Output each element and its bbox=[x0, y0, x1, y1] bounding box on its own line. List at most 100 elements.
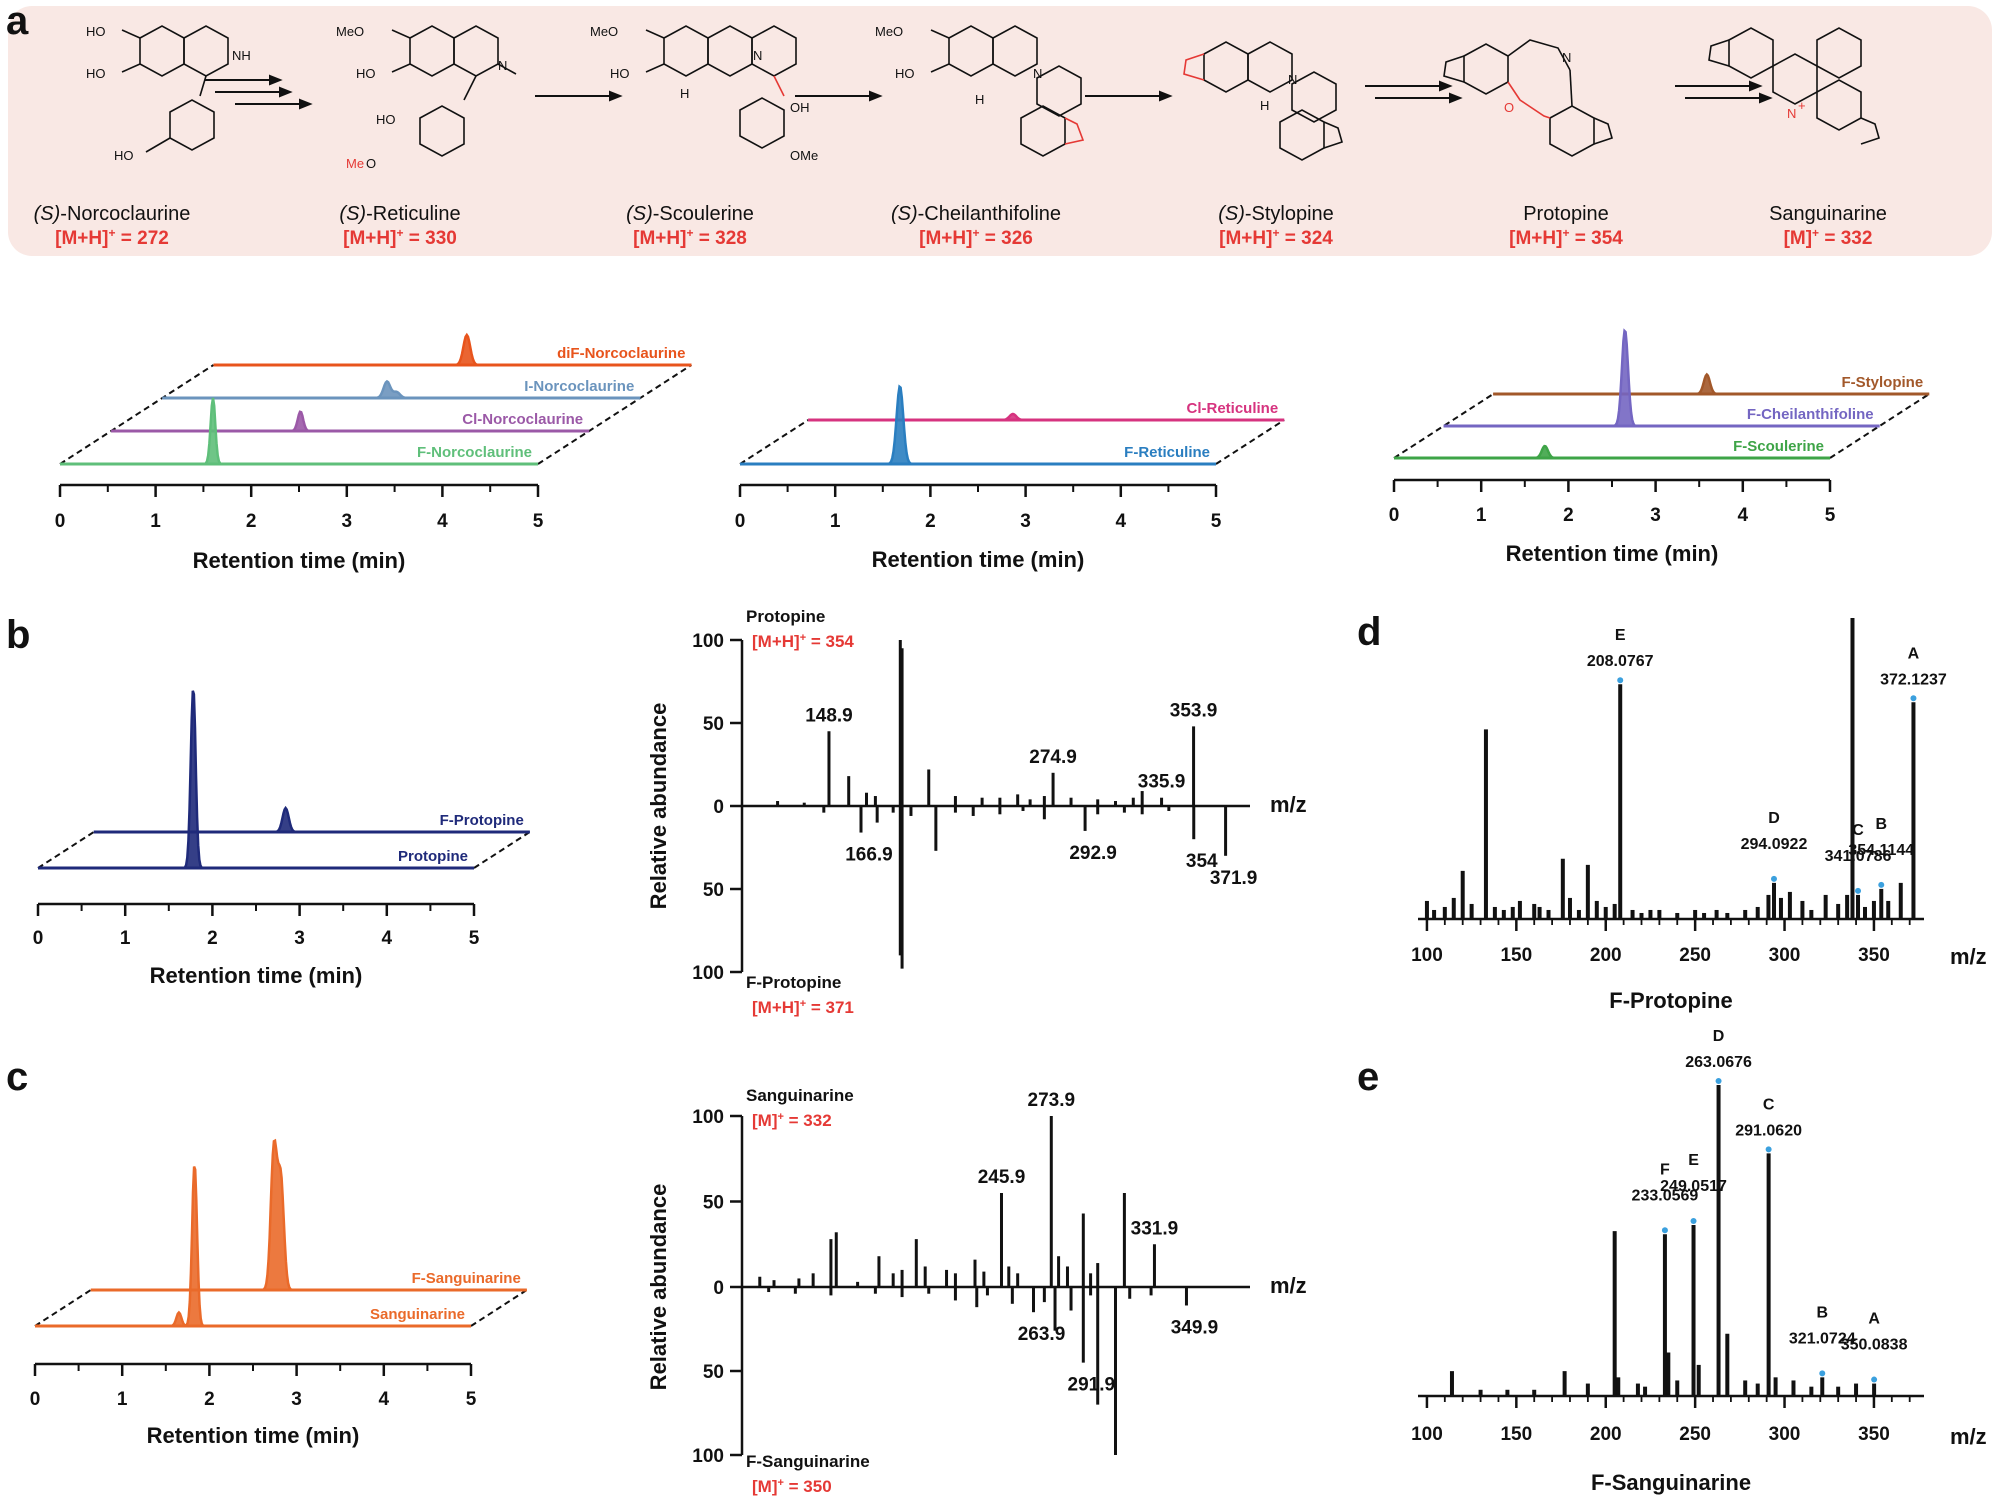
x-tick-label: 5 bbox=[466, 1389, 477, 1410]
atom-label: N bbox=[1033, 66, 1042, 81]
atom-label: H bbox=[680, 86, 689, 101]
atom-label: H bbox=[975, 92, 984, 107]
x-tick-label: 3 bbox=[1020, 511, 1031, 532]
ion-part: [M+H] bbox=[752, 998, 800, 1017]
x-tick-label: 200 bbox=[1590, 945, 1622, 966]
trace-label: F-Cheilanthifoline bbox=[1747, 406, 1874, 423]
peak-label: 331.9 bbox=[1131, 1218, 1179, 1239]
panel-letter-a: a bbox=[6, 0, 29, 43]
spectrum-ion-mass: [M+H]+ = 371 bbox=[752, 998, 854, 1017]
fragment-mass: 291.0620 bbox=[1735, 1122, 1802, 1139]
x-axis-title: m/z bbox=[1270, 792, 1307, 817]
x-axis-title: Retention time (min) bbox=[150, 963, 363, 988]
atom-label: HO bbox=[86, 24, 106, 39]
trace-label: Cl-Norcoclaurine bbox=[462, 411, 583, 428]
fragment-letter: D bbox=[1768, 810, 1780, 827]
ion-part: + bbox=[800, 632, 806, 644]
plane-edge-left bbox=[34, 1289, 92, 1327]
atom-label: HO bbox=[376, 112, 396, 127]
x-tick-label: 350 bbox=[1858, 1424, 1890, 1445]
x-tick-label: 4 bbox=[382, 928, 393, 949]
x-tick-label: 1 bbox=[117, 1389, 128, 1410]
atom-label-red: Me bbox=[346, 156, 364, 171]
peak-label: 349.9 bbox=[1171, 1317, 1219, 1338]
peak-marker bbox=[1765, 1146, 1772, 1153]
atom-label-red: + bbox=[1798, 98, 1806, 113]
fragment-mass: 354.1144 bbox=[1848, 842, 1914, 859]
plane-edge-right bbox=[473, 831, 531, 869]
peak-marker bbox=[1690, 1217, 1697, 1224]
x-tick-label: 0 bbox=[1389, 505, 1400, 526]
peak-label: 335.9 bbox=[1138, 772, 1186, 793]
spectrum-ion-mass: [M]+ = 350 bbox=[752, 1477, 832, 1496]
peak-label: 292.9 bbox=[1069, 843, 1117, 864]
x-axis-title: Retention time (min) bbox=[1506, 541, 1719, 566]
fragment-letter: B bbox=[1816, 1304, 1828, 1321]
atom-label: N bbox=[753, 48, 762, 63]
y-tick-label: 0 bbox=[713, 1278, 724, 1299]
x-tick-label: 100 bbox=[1411, 1424, 1443, 1445]
panel-letter-d: d bbox=[1357, 610, 1381, 654]
fragment-letter: E bbox=[1615, 627, 1626, 644]
structure-sanguinarine: N + bbox=[1708, 27, 1880, 145]
plane-edge-right bbox=[470, 1289, 528, 1327]
x-tick-label: 350 bbox=[1858, 945, 1890, 966]
atom-label: N bbox=[498, 58, 507, 73]
chart-lc-norcoclaurine: diF-NorcoclaurineI-NorcoclaurineCl-Norco… bbox=[55, 332, 692, 573]
compound-mass: [M+H]+ = 354 bbox=[1509, 226, 1623, 249]
spectrum-title: Protopine bbox=[746, 607, 825, 626]
fragment-letter: A bbox=[1868, 1311, 1880, 1328]
x-tick-label: 0 bbox=[735, 511, 746, 532]
spectrum-ion-mass: [M+H]+ = 354 bbox=[752, 632, 854, 651]
fragment-letter: E bbox=[1688, 1152, 1699, 1169]
plane-edge-left bbox=[59, 364, 214, 465]
x-tick-label: 4 bbox=[1738, 505, 1749, 526]
trace-label: diF-Norcoclaurine bbox=[557, 345, 685, 362]
trace-label: Protopine bbox=[398, 848, 468, 865]
ion-part: + bbox=[777, 1111, 783, 1123]
compound-name: (S)-Cheilanthifoline bbox=[891, 203, 1061, 225]
spectrum-ion-mass: [M]+ = 332 bbox=[752, 1111, 832, 1130]
x-tick-label: 1 bbox=[150, 511, 161, 532]
x-tick-label: 100 bbox=[1411, 945, 1443, 966]
x-tick-label: 3 bbox=[294, 928, 305, 949]
spectrum-title: F-Sanguinarine bbox=[1591, 1470, 1751, 1495]
structure-reticuline: MeO HO N HO Me O bbox=[336, 24, 517, 171]
fragment-letter: C bbox=[1763, 1096, 1775, 1113]
trace-label: F-Sanguinarine bbox=[412, 1270, 521, 1287]
atom-label: HO bbox=[86, 66, 106, 81]
peak-marker bbox=[1878, 881, 1885, 888]
peak-marker bbox=[1855, 887, 1862, 894]
panel-letter-e: e bbox=[1357, 1055, 1379, 1099]
x-tick-label: 5 bbox=[469, 928, 480, 949]
x-tick-label: 5 bbox=[1211, 511, 1222, 532]
peak-label: 353.9 bbox=[1170, 700, 1218, 721]
ion-part: [M] bbox=[752, 1111, 777, 1130]
ion-part: + bbox=[777, 1477, 783, 1489]
atom-label: OMe bbox=[790, 148, 818, 163]
compound-name: Protopine bbox=[1523, 203, 1609, 225]
trace-label: F-Scoulerine bbox=[1733, 438, 1824, 455]
fragment-letter: C bbox=[1852, 822, 1864, 839]
trace-sanguinarine bbox=[35, 1166, 471, 1328]
peak-label: 263.9 bbox=[1018, 1324, 1066, 1345]
x-tick-label: 300 bbox=[1769, 1424, 1801, 1445]
x-tick-label: 2 bbox=[1563, 505, 1574, 526]
x-axis-title: Retention time (min) bbox=[872, 547, 1085, 572]
y-axis-title: Relative abundance bbox=[646, 1184, 671, 1391]
compound-mass: [M]+ = 332 bbox=[1784, 226, 1873, 249]
fragment-mass: 341.0786 bbox=[1825, 848, 1892, 865]
y-tick-label: 100 bbox=[692, 963, 724, 984]
ion-part: [M+H] bbox=[752, 632, 800, 651]
x-tick-label: 5 bbox=[533, 511, 544, 532]
trace-label: Cl-Reticuline bbox=[1187, 400, 1279, 417]
y-tick-label: 50 bbox=[703, 1193, 724, 1214]
atom-label: HO bbox=[610, 66, 630, 81]
peak-marker bbox=[1910, 695, 1917, 702]
ion-part: [M] bbox=[752, 1477, 777, 1496]
trace-label: F-Norcoclaurine bbox=[417, 444, 532, 461]
trace-label: F-Stylopine bbox=[1842, 374, 1924, 391]
